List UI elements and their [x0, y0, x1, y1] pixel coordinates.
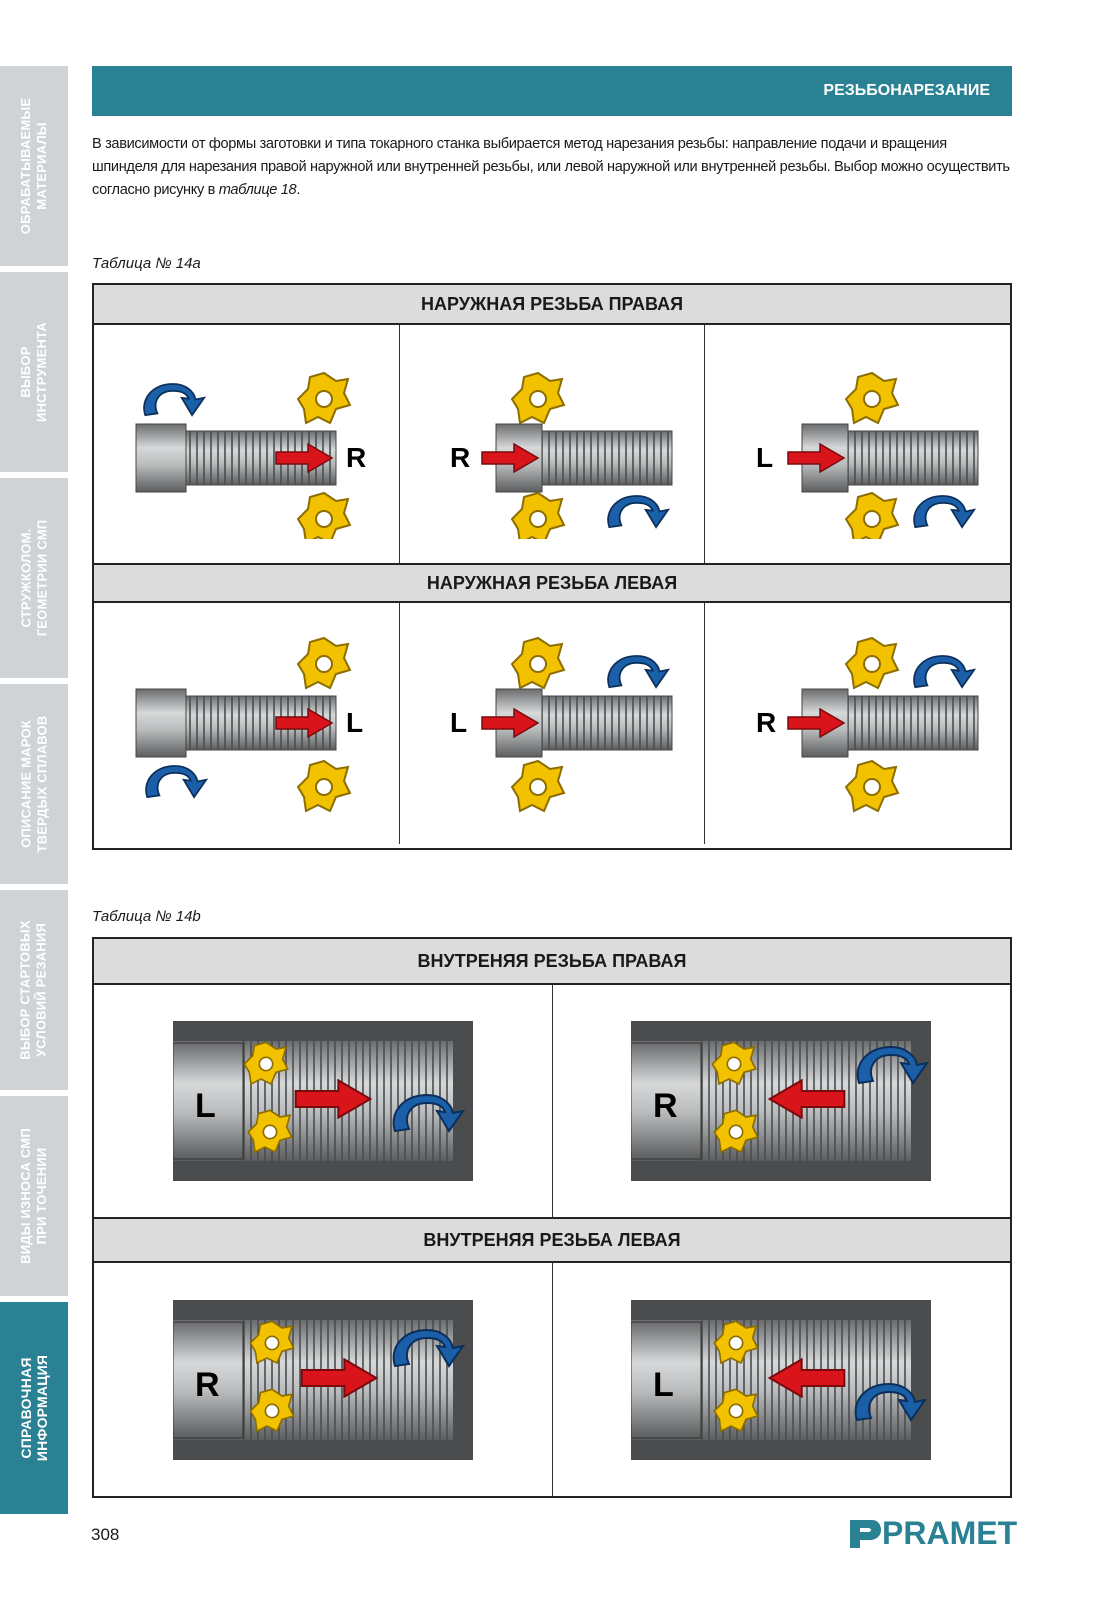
- thread-diagram: L: [135, 636, 363, 812]
- intro-text: В зависимости от формы заготовки и типа …: [92, 136, 1010, 198]
- thread-diagram: R: [756, 636, 979, 812]
- direction-letter: L: [756, 442, 773, 473]
- direction-letter: L: [653, 1366, 674, 1404]
- direction-letter: R: [653, 1087, 678, 1125]
- bore-diagram: R: [172, 1299, 473, 1460]
- section-heading: ВНУТРЕНЯЯ РЕЗЬБА ПРАВАЯ: [417, 950, 687, 971]
- bore-diagram: L: [172, 1021, 473, 1181]
- direction-letter: R: [346, 442, 366, 473]
- sidebar-tab-label: ОБРАБАТЫВАЕМЫЕ МАТЕРИАЛЫ: [18, 97, 49, 235]
- pramet-logo-icon: [850, 1519, 881, 1548]
- intro-table-ref: таблице 18: [218, 182, 297, 198]
- section-heading: НАРУЖНАЯ РЕЗЬБА ПРАВАЯ: [420, 293, 684, 314]
- intro-end: .: [296, 182, 301, 198]
- sidebar-tab-label: ОПИСАНИЕ МАРОК ТВЕРДЫХ СПЛАВОВ: [18, 715, 49, 853]
- section-heading: НАРУЖНАЯ РЕЗЬБА ЛЕВАЯ: [426, 572, 678, 593]
- table-internal-thread: ВНУТРЕНЯЯ РЕЗЬБА ПРАВАЯ L: [92, 937, 1012, 1498]
- diagram-cell: L: [94, 985, 553, 1217]
- diagram-cell: L: [705, 325, 1010, 563]
- table-b-row-left: R L: [94, 1263, 1010, 1496]
- diagram-cell: R: [705, 603, 1010, 844]
- bore-diagram: R: [631, 1021, 932, 1181]
- diagram-cell: R: [94, 1263, 553, 1496]
- sidebar-tab-label: ВЫБОР СТАРТОВЫХ УСЛОВИЙ РЕЗАНИЯ: [18, 920, 50, 1060]
- table-b-caption: Таблица № 14b: [92, 908, 201, 925]
- intro-paragraph: В зависимости от формы заготовки и типа …: [92, 133, 1012, 202]
- diagram-cell: R: [400, 325, 706, 563]
- table-b-row-right: L R: [94, 985, 1010, 1217]
- sidebar-tab-wear-types[interactable]: ВИДЫ ИЗНОСА СМП ПРИ ТОЧЕНИИ: [0, 1096, 68, 1296]
- table-external-thread: НАРУЖНАЯ РЕЗЬБА ПРАВАЯ R: [92, 283, 1012, 850]
- sidebar-tab-label: ВЫБОР ИНСТРУМЕНТА: [18, 322, 49, 422]
- diagram-cell: R: [553, 985, 1011, 1217]
- diagram-cell: L: [553, 1263, 1011, 1496]
- table-a-row-right: R R L: [94, 325, 1010, 563]
- sidebar-tab-label: СТРУЖКОЛОМ. ГЕОМЕТРИИ СМП: [18, 519, 49, 637]
- table-a-section-left: НАРУЖНАЯ РЕЗЬБА ЛЕВАЯ: [94, 563, 1010, 603]
- diagram-cell: R: [94, 325, 400, 563]
- thread-diagram: L: [756, 372, 979, 539]
- sidebar-tab-tool-selection[interactable]: ВЫБОР ИНСТРУМЕНТА: [0, 272, 68, 472]
- section-header: РЕЗЬБОНАРЕЗАНИЕ: [92, 66, 1012, 116]
- sidebar-tab-materials[interactable]: ОБРАБАТЫВАЕМЫЕ МАТЕРИАЛЫ: [0, 66, 68, 266]
- thread-diagram: L: [450, 636, 673, 812]
- sidebar-tab-chipbreakers[interactable]: СТРУЖКОЛОМ. ГЕОМЕТРИИ СМП: [0, 478, 68, 678]
- section-heading: ВНУТРЕНЯЯ РЕЗЬБА ЛЕВАЯ: [423, 1229, 681, 1250]
- diagram-cell: L: [400, 603, 706, 844]
- page-number: 308: [91, 1525, 120, 1544]
- table-a-section-right: НАРУЖНАЯ РЕЗЬБА ПРАВАЯ: [94, 285, 1010, 325]
- sidebar-tab-cutting-conditions[interactable]: ВЫБОР СТАРТОВЫХ УСЛОВИЙ РЕЗАНИЯ: [0, 890, 68, 1090]
- logo-text: PRAMET: [882, 1515, 1018, 1551]
- sidebar-tab-label: ВИДЫ ИЗНОСА СМП ПРИ ТОЧЕНИИ: [18, 1128, 49, 1264]
- thread-diagram: R: [450, 372, 673, 539]
- direction-letter: R: [450, 442, 470, 473]
- sidebar-tab-grades[interactable]: ОПИСАНИЕ МАРОК ТВЕРДЫХ СПЛАВОВ: [0, 684, 68, 884]
- bore-diagram: L: [631, 1299, 932, 1460]
- direction-letter: L: [450, 707, 467, 738]
- section-title: РЕЗЬБОНАРЕЗАНИЕ: [823, 82, 990, 99]
- table-b-section-right: ВНУТРЕНЯЯ РЕЗЬБА ПРАВАЯ: [94, 939, 1010, 985]
- brand-logo: PRAMET: [848, 1515, 1017, 1552]
- direction-letter: L: [346, 707, 363, 738]
- table-b-section-left: ВНУТРЕНЯЯ РЕЗЬБА ЛЕВАЯ: [94, 1217, 1010, 1263]
- direction-letter: R: [756, 707, 776, 738]
- sidebar-tab-reference[interactable]: СПРАВОЧНАЯ ИНФОРМАЦИЯ: [0, 1302, 68, 1514]
- direction-letter: R: [195, 1366, 220, 1404]
- thread-diagram: R: [135, 372, 366, 539]
- table-a-row-left: L L R: [94, 603, 1010, 844]
- table-a-caption: Таблица № 14а: [92, 255, 201, 272]
- diagram-cell: L: [94, 603, 400, 844]
- direction-letter: L: [195, 1087, 216, 1125]
- sidebar-tab-label: СПРАВОЧНАЯ ИНФОРМАЦИЯ: [18, 1354, 51, 1462]
